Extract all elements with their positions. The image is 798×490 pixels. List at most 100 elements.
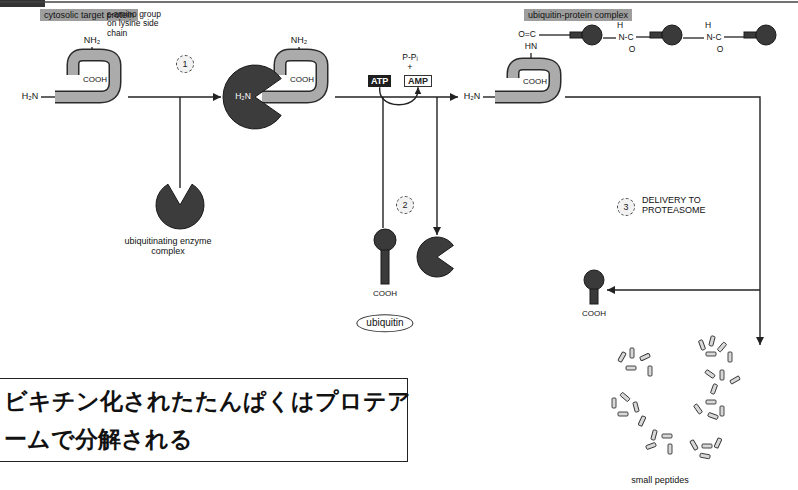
label-text: ε-amino group on lysine side chain (107, 9, 161, 38)
illustration-part (706, 400, 716, 404)
label-text: H (617, 20, 623, 30)
highlight-band: ubiquitin-protein complex (524, 9, 632, 21)
illustration-part (698, 340, 705, 351)
label-text: COOH (373, 289, 397, 298)
illustration-part (539, 34, 570, 35)
chem-group: O=C (518, 30, 536, 39)
illustration-part (708, 412, 719, 419)
label-text: H₂N (22, 91, 39, 101)
chem-group: NH₂ (84, 36, 101, 46)
reaction-arrow (436, 97, 437, 235)
lysine-bond (298, 47, 299, 49)
label-text: H₂N (235, 91, 251, 101)
part-label: ubiquitinating enzyme complex (116, 237, 220, 257)
illustration-part (381, 250, 389, 284)
frame-line (0, 1, 798, 3)
plus-sign: + (407, 63, 412, 73)
chem-group: N-C (618, 33, 633, 42)
illustration-part (683, 37, 704, 38)
illustration-part (374, 229, 396, 251)
target-proteins (55, 55, 555, 97)
enzyme-complex (223, 65, 281, 129)
bond-line (483, 96, 495, 97)
reaction-arrow (335, 96, 458, 97)
protein-outline (55, 55, 115, 97)
ubiquitin-symbol (584, 270, 604, 304)
label-text: O=C (518, 29, 536, 39)
chem-group: P-Pᵢ (402, 53, 418, 62)
label-text: NH₂ (84, 35, 101, 45)
illustration-part (640, 353, 651, 361)
recycle-arrow (607, 289, 760, 290)
illustration-part (702, 444, 712, 448)
label-text: NH₂ (291, 35, 308, 45)
label-text: N-C (618, 32, 633, 42)
illustration-part (693, 404, 702, 414)
illustration-part (584, 270, 604, 290)
illustration-part (626, 366, 636, 370)
polyubiquitin-chain (539, 25, 776, 45)
label-text: H (705, 20, 711, 30)
chem-group: H₂N (464, 92, 481, 102)
delivery-arrow (565, 97, 760, 345)
protein-outline (495, 64, 555, 97)
illustration-part (648, 366, 652, 376)
illustration-part (620, 392, 630, 401)
label-text: O (717, 44, 724, 54)
chem-group: HN (525, 42, 537, 51)
node-text: ubiquitin (366, 317, 403, 329)
caption-box: ビキチン化されたたんぱくはプロテア ームで分解される (0, 378, 408, 462)
illustration-part (633, 402, 639, 413)
chem-group: COOH (582, 310, 606, 319)
illustration-part (630, 348, 634, 358)
illustration-part (717, 342, 726, 352)
reaction-line (382, 97, 383, 228)
bond-line (41, 96, 55, 97)
illustration-part (618, 352, 626, 363)
chem-group: O (717, 45, 724, 54)
illustration-part (730, 376, 741, 384)
node-text: ATP (371, 76, 388, 86)
illustration-part (744, 32, 756, 38)
lysine-bond (530, 53, 531, 58)
part-label: small peptides (631, 476, 689, 486)
illustration-part (662, 434, 672, 438)
chem-group: O (629, 45, 636, 54)
ubiquitin-symbol (374, 229, 396, 284)
illustration-part (651, 430, 657, 441)
illustration-part (700, 453, 711, 459)
illustration-part (636, 36, 650, 37)
illustration-part (582, 25, 602, 45)
node-text: 1 (182, 59, 187, 69)
illustration-part (590, 289, 598, 304)
illustration-part (638, 416, 646, 427)
label-text: ubiquitinating enzyme complex (124, 236, 211, 256)
chem-group: COOH (83, 76, 107, 85)
label-text: small peptides (631, 475, 689, 485)
step-number: 2 (396, 196, 414, 214)
label-text: + (407, 62, 412, 72)
illustration-part (705, 369, 715, 378)
illustration-part (714, 438, 722, 449)
label-text: H₂N (464, 91, 481, 101)
circled-term: ubiquitin (356, 314, 413, 332)
enzyme-complex (417, 237, 453, 277)
label-text: O (629, 44, 636, 54)
node-text: 2 (402, 200, 407, 210)
chem-group: H (617, 21, 623, 30)
illustration-part (724, 36, 744, 37)
annotation: ε-amino group on lysine side chain (107, 10, 167, 38)
illustration-part (570, 25, 776, 45)
atp-box: ATP (368, 75, 391, 87)
protein-tube (495, 64, 555, 97)
chem-group: COOH (290, 76, 314, 85)
chem-group: H₂N (235, 92, 251, 101)
label-text: COOH (582, 309, 606, 318)
chem-group: H₂N (22, 92, 39, 102)
reaction-line (179, 97, 180, 188)
reaction-lines (41, 97, 760, 345)
label-text: COOH (290, 75, 314, 84)
amp-box: AMP (404, 75, 432, 87)
chem-group: H (705, 21, 711, 30)
